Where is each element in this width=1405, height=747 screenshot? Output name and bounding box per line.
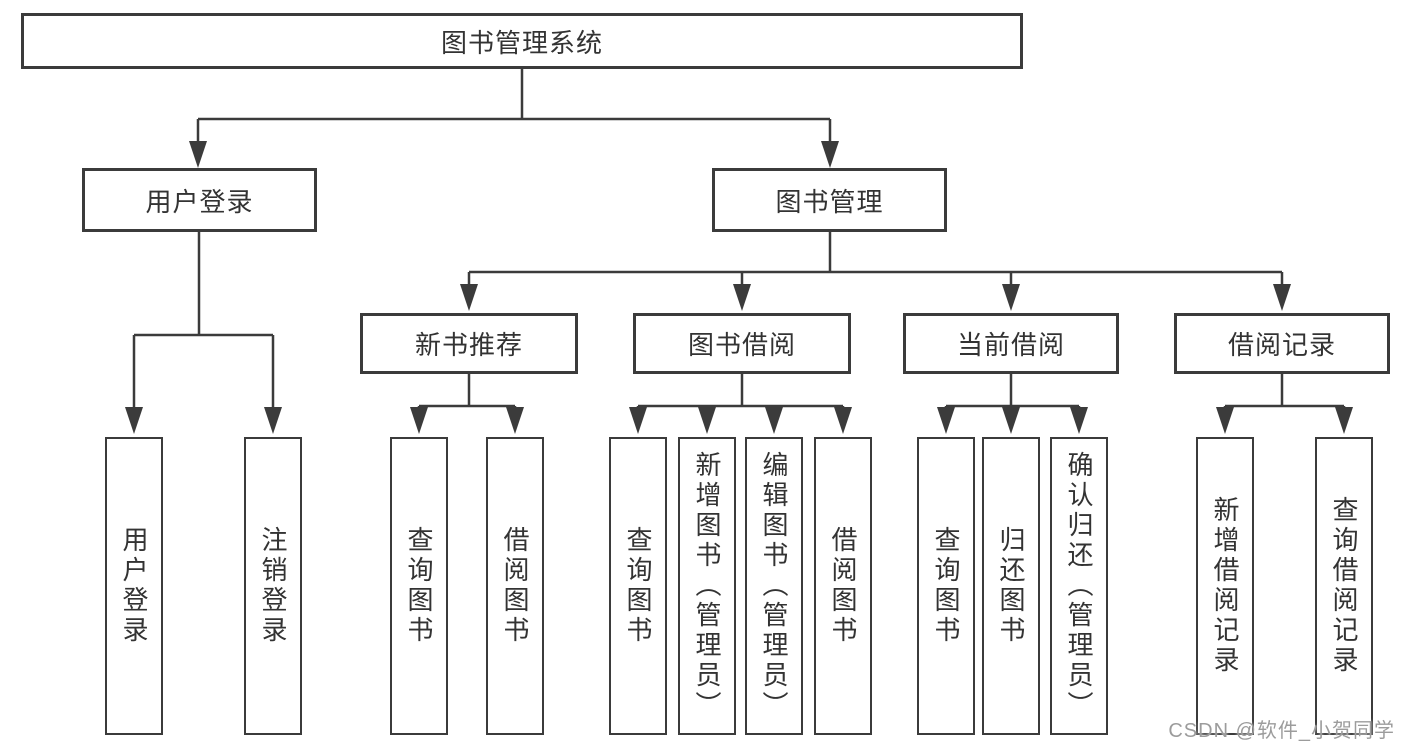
node-new-book-recommend: 新书推荐 [360,313,578,374]
node-query-books-recommend: 查询图书 [390,437,448,735]
node-label: 借阅图书 [500,526,530,646]
node-logout-leaf: 注销登录 [244,437,302,735]
node-query-books-current: 查询图书 [917,437,975,735]
node-label: 查询图书 [623,526,653,646]
node-label: 新增图书（管理员） [692,451,722,721]
node-edit-books-admin: 编辑图书（管理员） [745,437,803,735]
node-book-borrowing: 图书借阅 [633,313,851,374]
node-user-login-leaf: 用户登录 [105,437,163,735]
node-confirm-return-admin: 确认归还（管理员） [1050,437,1108,735]
node-label: 查询借阅记录 [1329,496,1359,676]
node-add-borrow-record: 新增借阅记录 [1196,437,1254,735]
node-label: 查询图书 [931,526,961,646]
node-label: 归还图书 [996,526,1026,646]
node-label: 新增借阅记录 [1210,496,1240,676]
node-borrow-books-borrowing: 借阅图书 [814,437,872,735]
node-label: 借阅图书 [828,526,858,646]
node-label: 注销登录 [258,526,288,646]
node-borrowing-records: 借阅记录 [1174,313,1390,374]
node-label: 用户登录 [119,526,149,646]
node-label: 查询图书 [404,526,434,646]
node-add-books-admin: 新增图书（管理员） [678,437,736,735]
node-return-books: 归还图书 [982,437,1040,735]
node-query-books-borrowing: 查询图书 [609,437,667,735]
csdn-watermark: CSDN @软件_小贺同学 [1168,720,1395,742]
node-label: 确认归还（管理员） [1064,451,1094,721]
node-book-management: 图书管理 [712,168,947,232]
node-user-login: 用户登录 [82,168,317,232]
node-label: 编辑图书（管理员） [759,451,789,721]
node-current-borrowing: 当前借阅 [903,313,1119,374]
node-system-root: 图书管理系统 [21,13,1023,69]
node-borrow-books-recommend: 借阅图书 [486,437,544,735]
node-query-borrow-record: 查询借阅记录 [1315,437,1373,735]
